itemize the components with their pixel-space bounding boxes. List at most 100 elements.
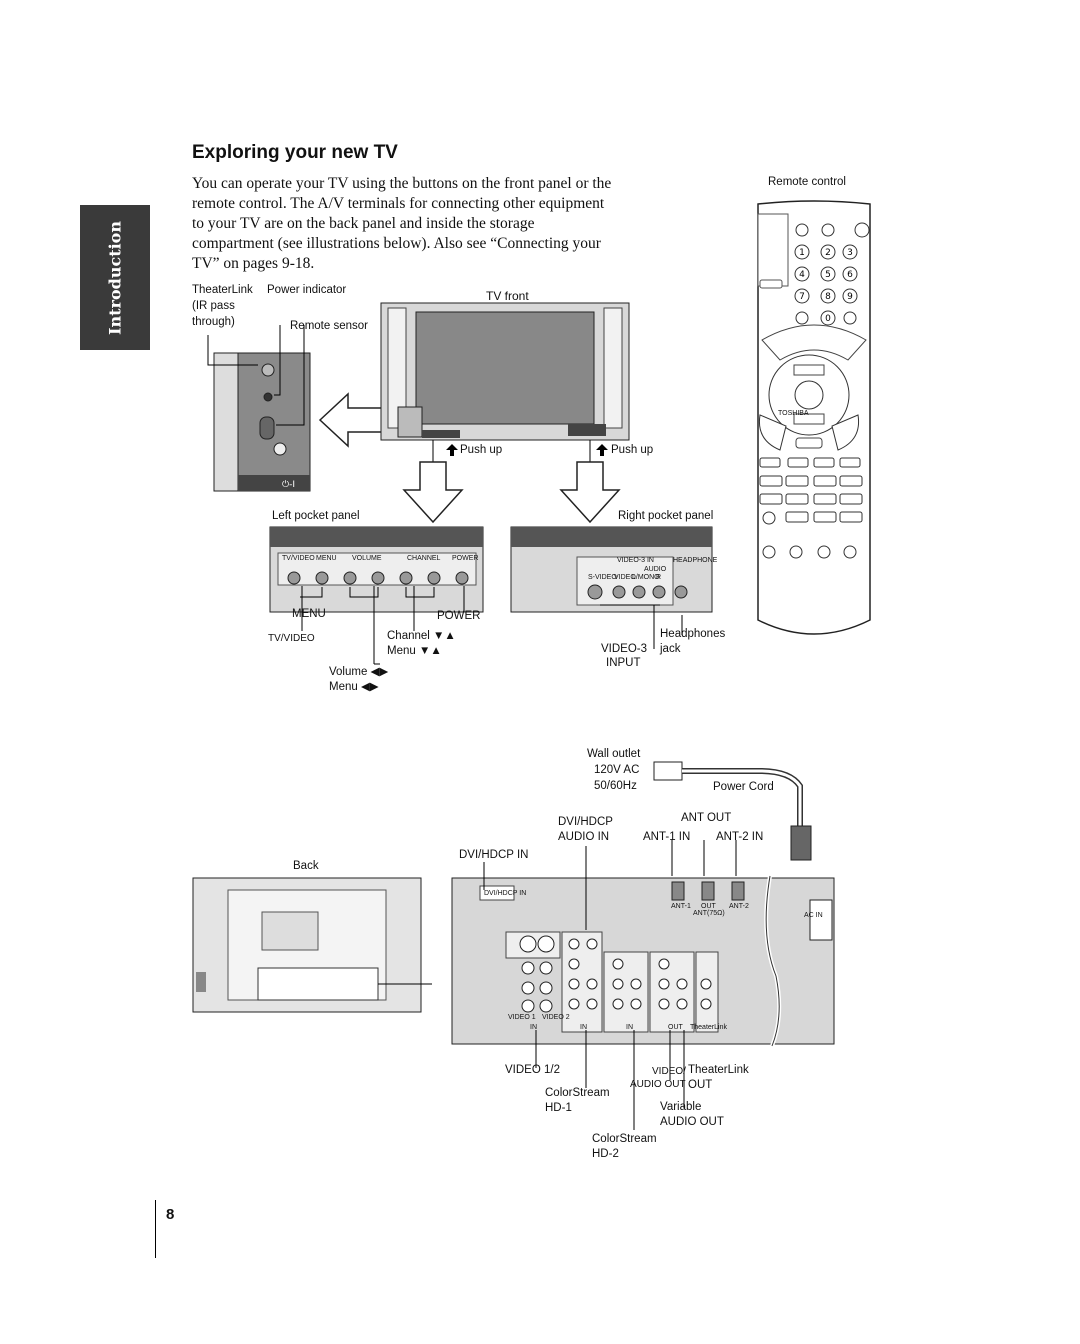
lp-header-volume: VOLUME	[352, 555, 382, 562]
bp-in-1: IN	[530, 1024, 537, 1031]
right-pocket-panel	[510, 526, 713, 613]
video-audio-out-b: AUDIO OUT	[630, 1079, 686, 1090]
lp-header-power: POWER	[452, 555, 479, 562]
section-tab-label: Introduction	[105, 220, 125, 335]
power-indicator-label: Power indicator	[267, 284, 347, 296]
push-up-right-label: Push up	[611, 444, 654, 456]
bp-ant-sub: ANT(75Ω)	[693, 910, 725, 917]
left-pocket-panel	[269, 526, 484, 613]
tv-front-label: TV front	[486, 289, 529, 303]
theaterlink-out-a: TheaterLink	[688, 1064, 749, 1076]
video-audio-out-a: VIDEO/	[652, 1066, 686, 1077]
down-arrows	[402, 440, 621, 524]
lp-header-channel: CHANNEL	[407, 555, 441, 562]
tvvideo-label: TV/VIDEO	[268, 633, 315, 644]
right-pocket-label: Right pocket panel	[618, 510, 714, 522]
lp-header-menu: MENU	[316, 555, 337, 562]
cs-hd1-label-b: HD-1	[545, 1102, 572, 1114]
through-label: through)	[192, 316, 235, 328]
tv-back-drawing	[192, 877, 432, 1013]
svg-text:8: 8	[825, 292, 831, 302]
bp-ant1: ANT-1	[671, 903, 691, 910]
ant-out-label: ANT OUT	[681, 812, 732, 824]
bp-out: OUT	[668, 1024, 683, 1031]
svg-text:9: 9	[847, 292, 853, 302]
menu-label: MENU	[292, 608, 326, 620]
video3-label: VIDEO-3	[601, 643, 648, 655]
page-title: Exploring your new TV	[192, 142, 398, 163]
power-cord-label: Power Cord	[713, 781, 774, 793]
menu-ud-label: Menu ▼▲	[387, 645, 442, 657]
remote-control: 1 2 3 4 5 6 7 8 9 0	[757, 200, 871, 635]
svg-text:7: 7	[799, 292, 805, 302]
headphones-label: Headphones	[660, 628, 726, 640]
power-cord-drawing	[653, 761, 812, 861]
bp-dvi-label: DVI/HDCP IN	[484, 890, 527, 897]
back-panel-detail	[451, 875, 835, 1047]
svg-text:3: 3	[847, 248, 853, 258]
rp-header-audio: AUDIO	[644, 566, 667, 573]
back-panel-leaders	[483, 840, 737, 1130]
svg-text:0: 0	[825, 314, 831, 324]
ant2-label: ANT-2 IN	[716, 831, 764, 843]
cs-hd2-label-b: HD-2	[592, 1148, 619, 1160]
remote-brand: TOSHIBA	[778, 410, 809, 417]
jack-label: jack	[660, 643, 681, 655]
bp-in-3: IN	[626, 1024, 633, 1031]
side-closeup-drawing: ⏻-I	[207, 325, 311, 492]
rp-jack-r: R	[656, 574, 662, 581]
svg-text:⏻-I: ⏻-I	[282, 479, 295, 490]
svg-text:1: 1	[799, 248, 805, 258]
section-tab: Introduction	[80, 205, 150, 350]
rp-jack-lmono: L/MONO	[632, 574, 660, 581]
menu-lr-label: Menu ◀▶	[329, 681, 379, 693]
theaterlink-out-b: OUT	[688, 1079, 713, 1091]
left-panel-leaders	[301, 586, 465, 665]
push-up-left-label: Push up	[460, 444, 503, 456]
bp-ant2: ANT-2	[729, 903, 749, 910]
bp-in-2: IN	[580, 1024, 587, 1031]
left-pocket-label: Left pocket panel	[272, 510, 360, 522]
variable-label-b: AUDIO OUT	[660, 1116, 724, 1128]
input-label: INPUT	[606, 657, 641, 669]
volume-label: Volume ◀▶	[329, 666, 389, 678]
dvi-in-label: DVI/HDCP IN	[459, 849, 529, 861]
svg-text:4: 4	[799, 270, 805, 280]
bp-acin-label: AC IN	[804, 912, 823, 919]
cs-hd1-label-a: ColorStream	[545, 1087, 610, 1099]
push-up-arrow-right	[596, 444, 608, 456]
ant1-label: ANT-1 IN	[643, 831, 691, 843]
rp-header-headphone: HEADPHONE	[673, 557, 718, 564]
dvi-audio-label-2: AUDIO IN	[558, 831, 610, 843]
page-number: 8	[166, 1206, 175, 1223]
cs-hd2-label-a: ColorStream	[592, 1133, 657, 1145]
back-label: Back	[293, 860, 319, 872]
bp-video1: VIDEO 1	[508, 1014, 536, 1021]
power-label: POWER	[437, 610, 481, 622]
ir-pass-label: (IR pass	[192, 300, 235, 312]
rp-header-video3: VIDEO-3 IN	[617, 557, 654, 564]
bp-video2: VIDEO 2	[542, 1014, 570, 1021]
bp-antout: OUT	[701, 903, 716, 910]
right-panel-leaders	[600, 604, 683, 649]
dvi-audio-label-1: DVI/HDCP	[558, 816, 613, 828]
theaterlink-label: TheaterLink	[192, 284, 253, 296]
svg-text:6: 6	[847, 270, 853, 280]
rp-jack-svideo: S-VIDEO	[588, 574, 617, 581]
voltage-label: 120V AC	[594, 764, 640, 776]
remote-sensor-label: Remote sensor	[290, 320, 368, 332]
lp-header-tvvideo: TV/VIDEO	[282, 555, 315, 562]
tv-front-drawing	[380, 302, 630, 441]
freq-label: 50/60Hz	[594, 780, 637, 792]
variable-label-a: Variable	[660, 1101, 702, 1113]
wall-outlet-label: Wall outlet	[587, 748, 641, 760]
page-rule	[155, 1200, 156, 1258]
svg-text:5: 5	[825, 270, 831, 280]
push-up-arrow-left	[446, 444, 458, 456]
remote-label: Remote control	[768, 176, 846, 188]
rp-jack-video: VIDEO	[614, 574, 636, 581]
svg-text:2: 2	[825, 248, 831, 258]
bp-theaterlink: TheaterLink	[690, 1024, 727, 1031]
channel-label: Channel ▼▲	[387, 630, 456, 642]
video12-label: VIDEO 1/2	[505, 1064, 560, 1076]
